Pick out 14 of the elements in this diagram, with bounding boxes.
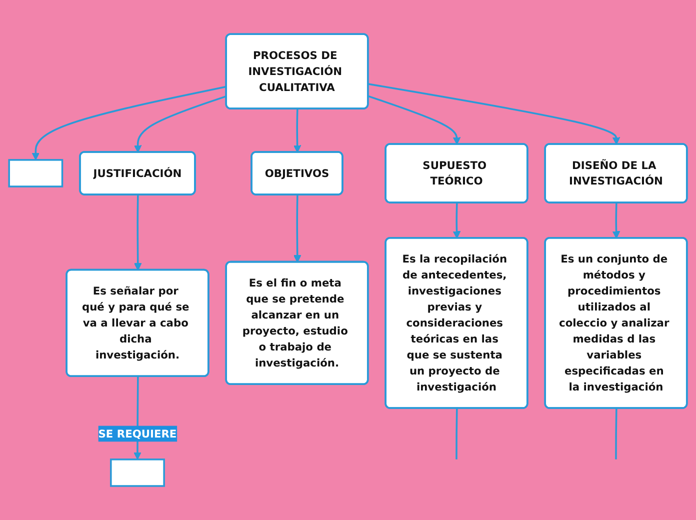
edge-label: SE REQUIERE — [98, 427, 177, 440]
node-box — [110, 458, 165, 487]
arrow — [612, 202, 620, 239]
arrow — [368, 95, 461, 145]
arrow — [32, 86, 227, 160]
connector — [456, 408, 458, 460]
arrow — [293, 108, 302, 153]
node-box — [8, 158, 64, 188]
arrow — [134, 194, 142, 271]
arrow — [293, 194, 302, 263]
arrow — [368, 83, 620, 145]
arrow — [452, 202, 461, 239]
connector — [615, 408, 618, 460]
arrow — [134, 95, 227, 153]
